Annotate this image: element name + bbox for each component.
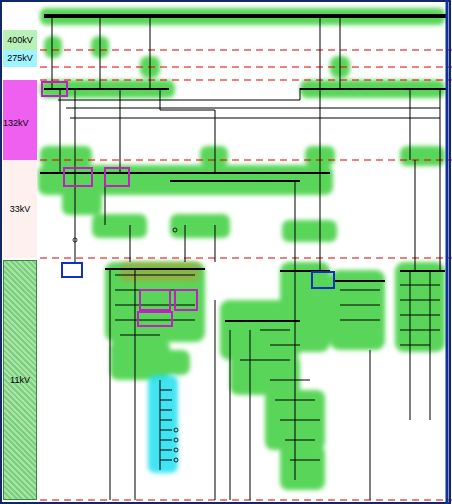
voltage-label: 11kV (10, 376, 30, 385)
voltage-band: 400kV (3, 30, 37, 50)
voltage-label: 132kV (3, 119, 29, 128)
voltage-label: 275kV (7, 54, 33, 63)
voltage-label: 400kV (7, 36, 33, 45)
voltage-band: 33kV (3, 160, 37, 258)
voltage-band: 275kV (3, 50, 37, 67)
voltage-band: 11kV (3, 260, 37, 500)
voltage-label: 33kV (10, 205, 31, 214)
voltage-band: 132kV (3, 80, 37, 160)
